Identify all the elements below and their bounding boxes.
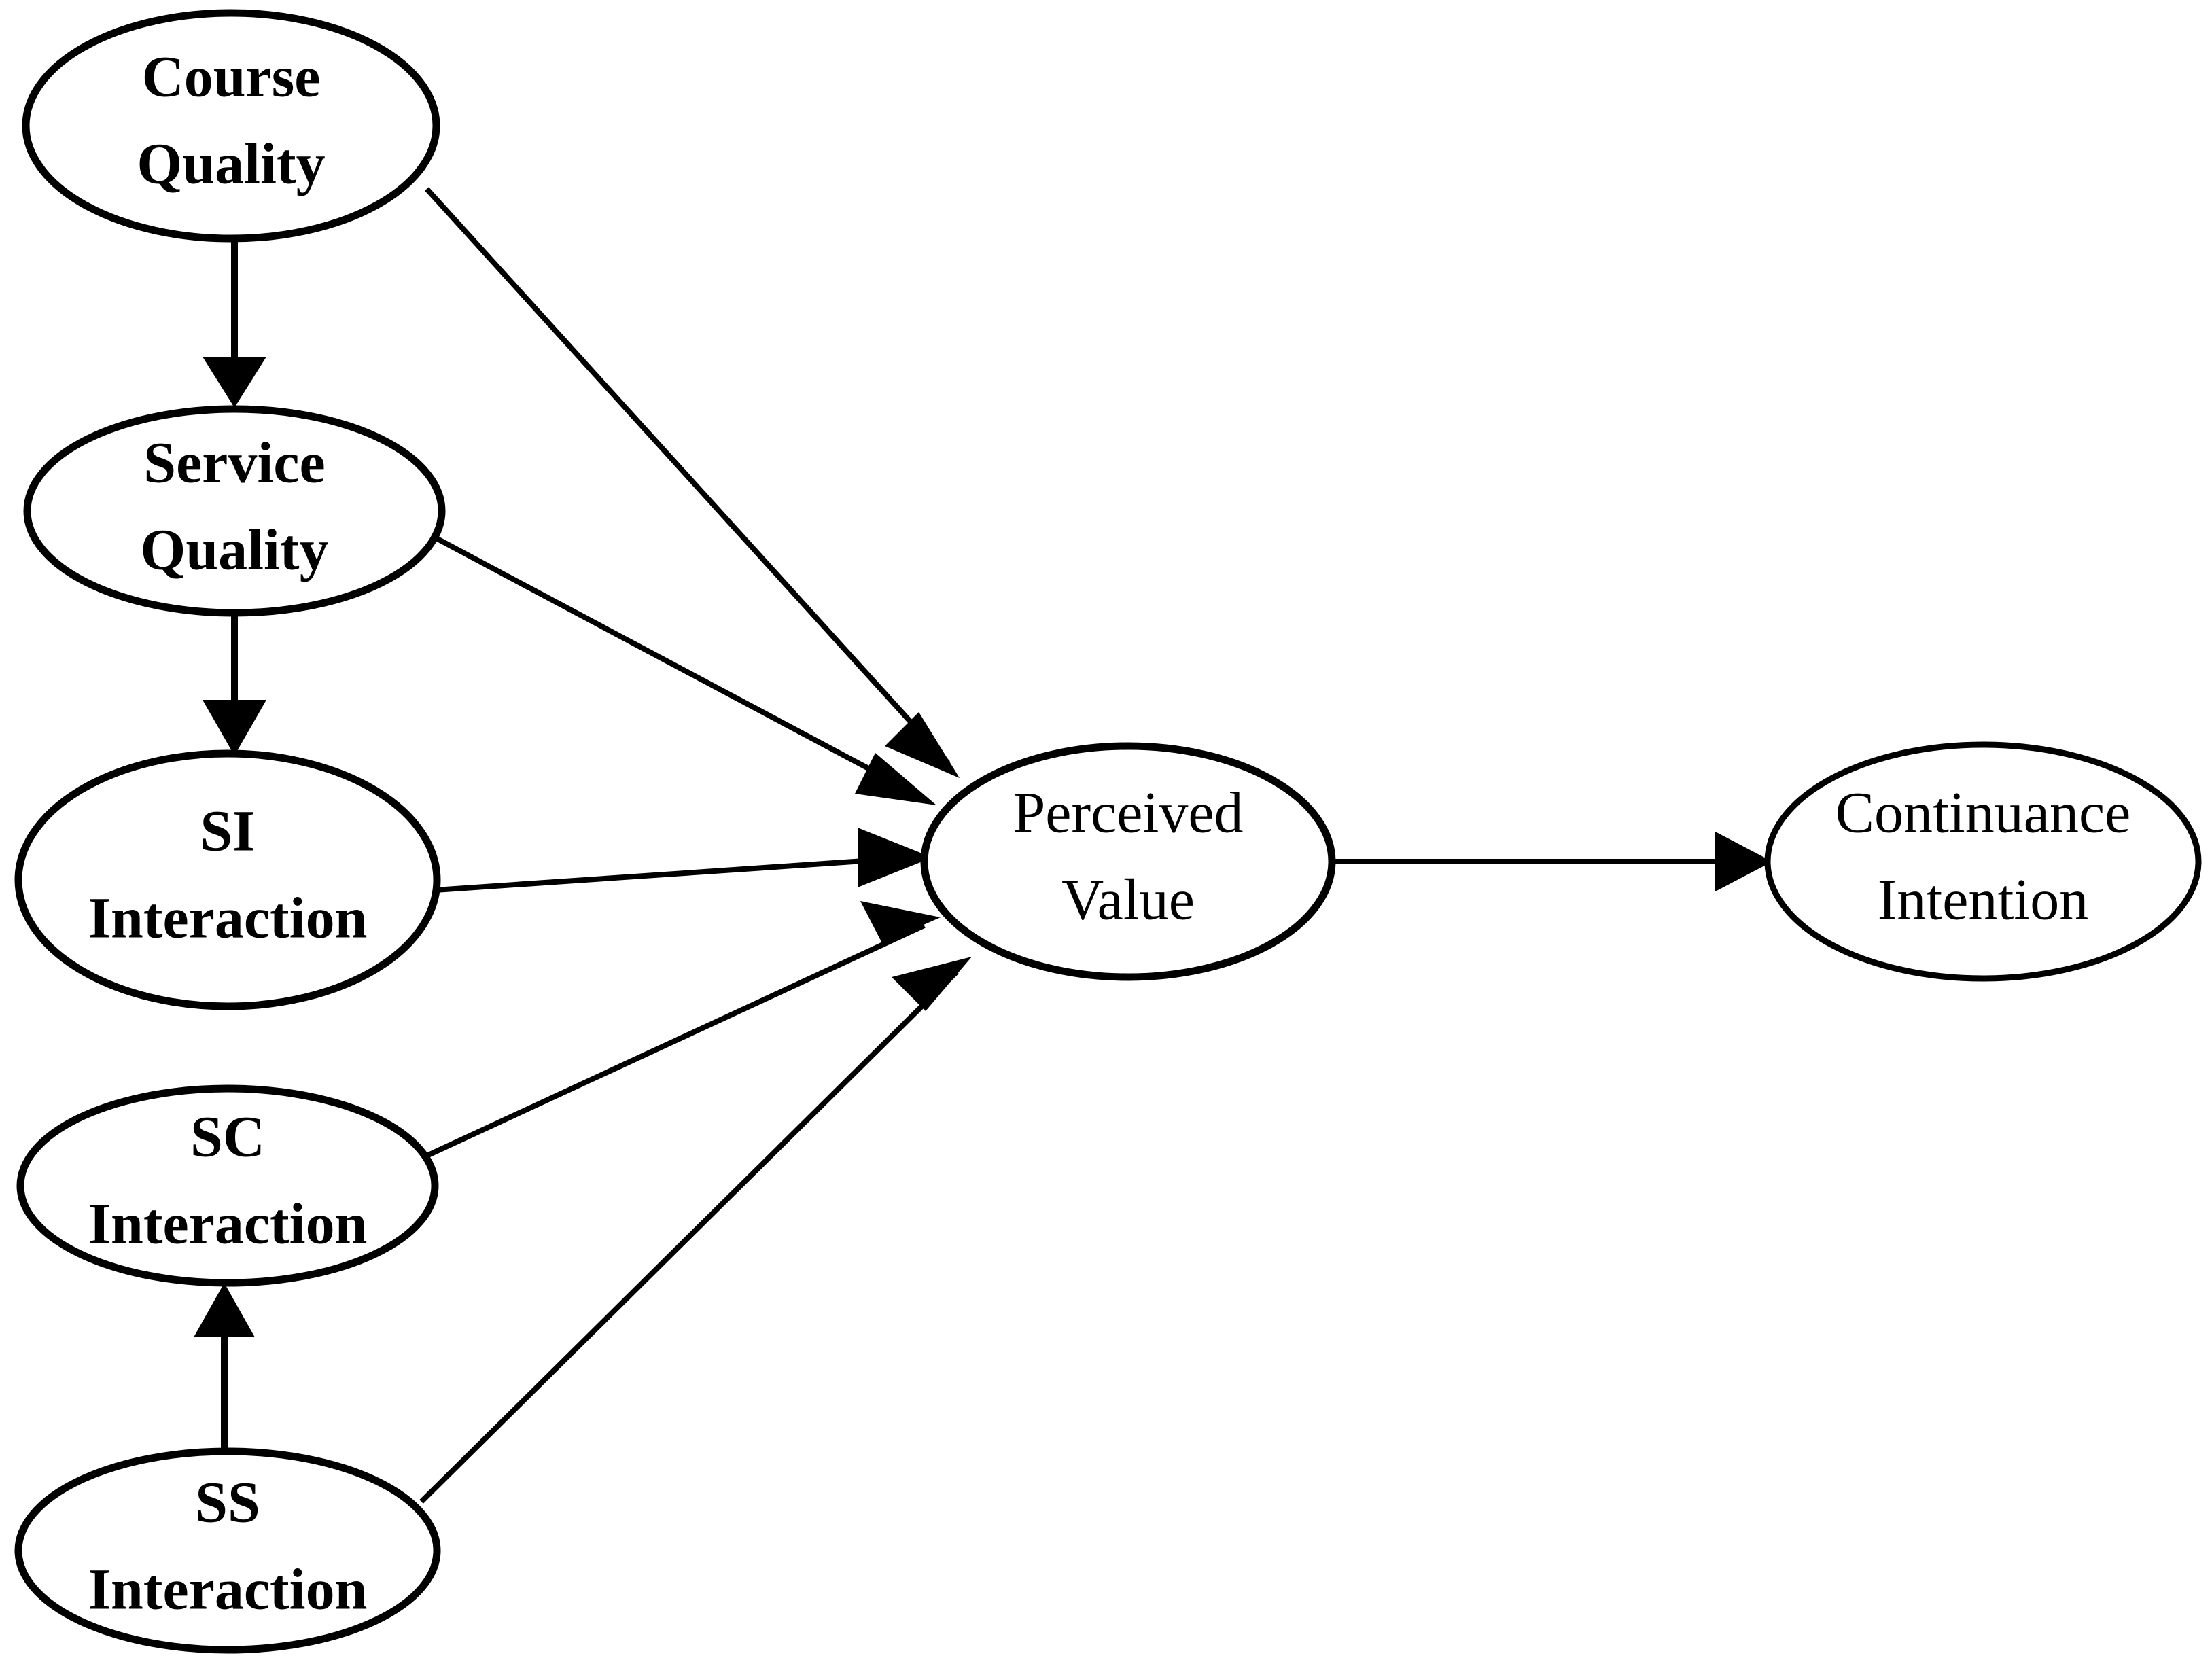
node-ss-interaction[interactable]: SS Interaction: [14, 1447, 441, 1654]
edge-ss-interaction-to-perceived-value: [419, 957, 972, 1504]
node-continuance-intention-label-line1: Continuance: [1836, 780, 2131, 845]
edge-si-interaction-to-perceived-value: [434, 828, 932, 893]
node-si-interaction-label-line1: SI: [200, 798, 255, 864]
node-sc-interaction[interactable]: SC Interaction: [16, 1084, 439, 1287]
edge-perceived-value-to-continuance-intention: [1329, 832, 1772, 891]
node-perceived-value-label-line2: Value: [1061, 867, 1195, 932]
node-sc-interaction-shape: [16, 1084, 439, 1287]
edge-course-quality-to-service-quality: [203, 239, 266, 408]
edge-sc-interaction-to-perceived-value: [427, 901, 941, 1158]
node-service-quality-label-line2: Quality: [140, 517, 328, 582]
node-sc-interaction-label-line2: Interaction: [88, 1191, 368, 1256]
node-ss-interaction-shape: [14, 1447, 441, 1654]
node-course-quality-label-line2: Quality: [137, 131, 325, 196]
node-perceived-value[interactable]: Perceived Value: [920, 742, 1336, 981]
node-si-interaction-label-line2: Interaction: [88, 885, 368, 951]
node-sc-interaction-label-line1: SC: [190, 1104, 265, 1169]
node-perceived-value-label-line1: Perceived: [1013, 780, 1243, 845]
node-ss-interaction-label-line1: SS: [195, 1470, 260, 1535]
edge-service-quality-to-perceived-value: [432, 534, 936, 805]
node-service-quality[interactable]: Service Quality: [23, 405, 446, 617]
edge-course-quality-to-perceived-value: [425, 187, 960, 778]
node-course-quality-label-line1: Course: [142, 44, 321, 109]
node-service-quality-label-line1: Service: [143, 430, 325, 495]
node-course-quality-shape: [22, 9, 440, 243]
edge-service-quality-to-si-interaction: [203, 613, 266, 756]
node-course-quality[interactable]: Course Quality: [22, 9, 440, 243]
node-continuance-intention-label-line2: Intention: [1878, 867, 2089, 932]
node-continuance-intention-shape: [1764, 741, 2202, 982]
node-continuance-intention[interactable]: Continuance Intention: [1764, 741, 2202, 982]
node-ss-interaction-label-line2: Interaction: [88, 1557, 368, 1622]
node-si-interaction-shape: [14, 749, 441, 1010]
edge-ss-interaction-to-sc-interaction: [194, 1283, 255, 1453]
node-si-interaction[interactable]: SI Interaction: [14, 749, 441, 1010]
node-perceived-value-shape: [920, 742, 1336, 981]
node-service-quality-shape: [23, 405, 446, 617]
